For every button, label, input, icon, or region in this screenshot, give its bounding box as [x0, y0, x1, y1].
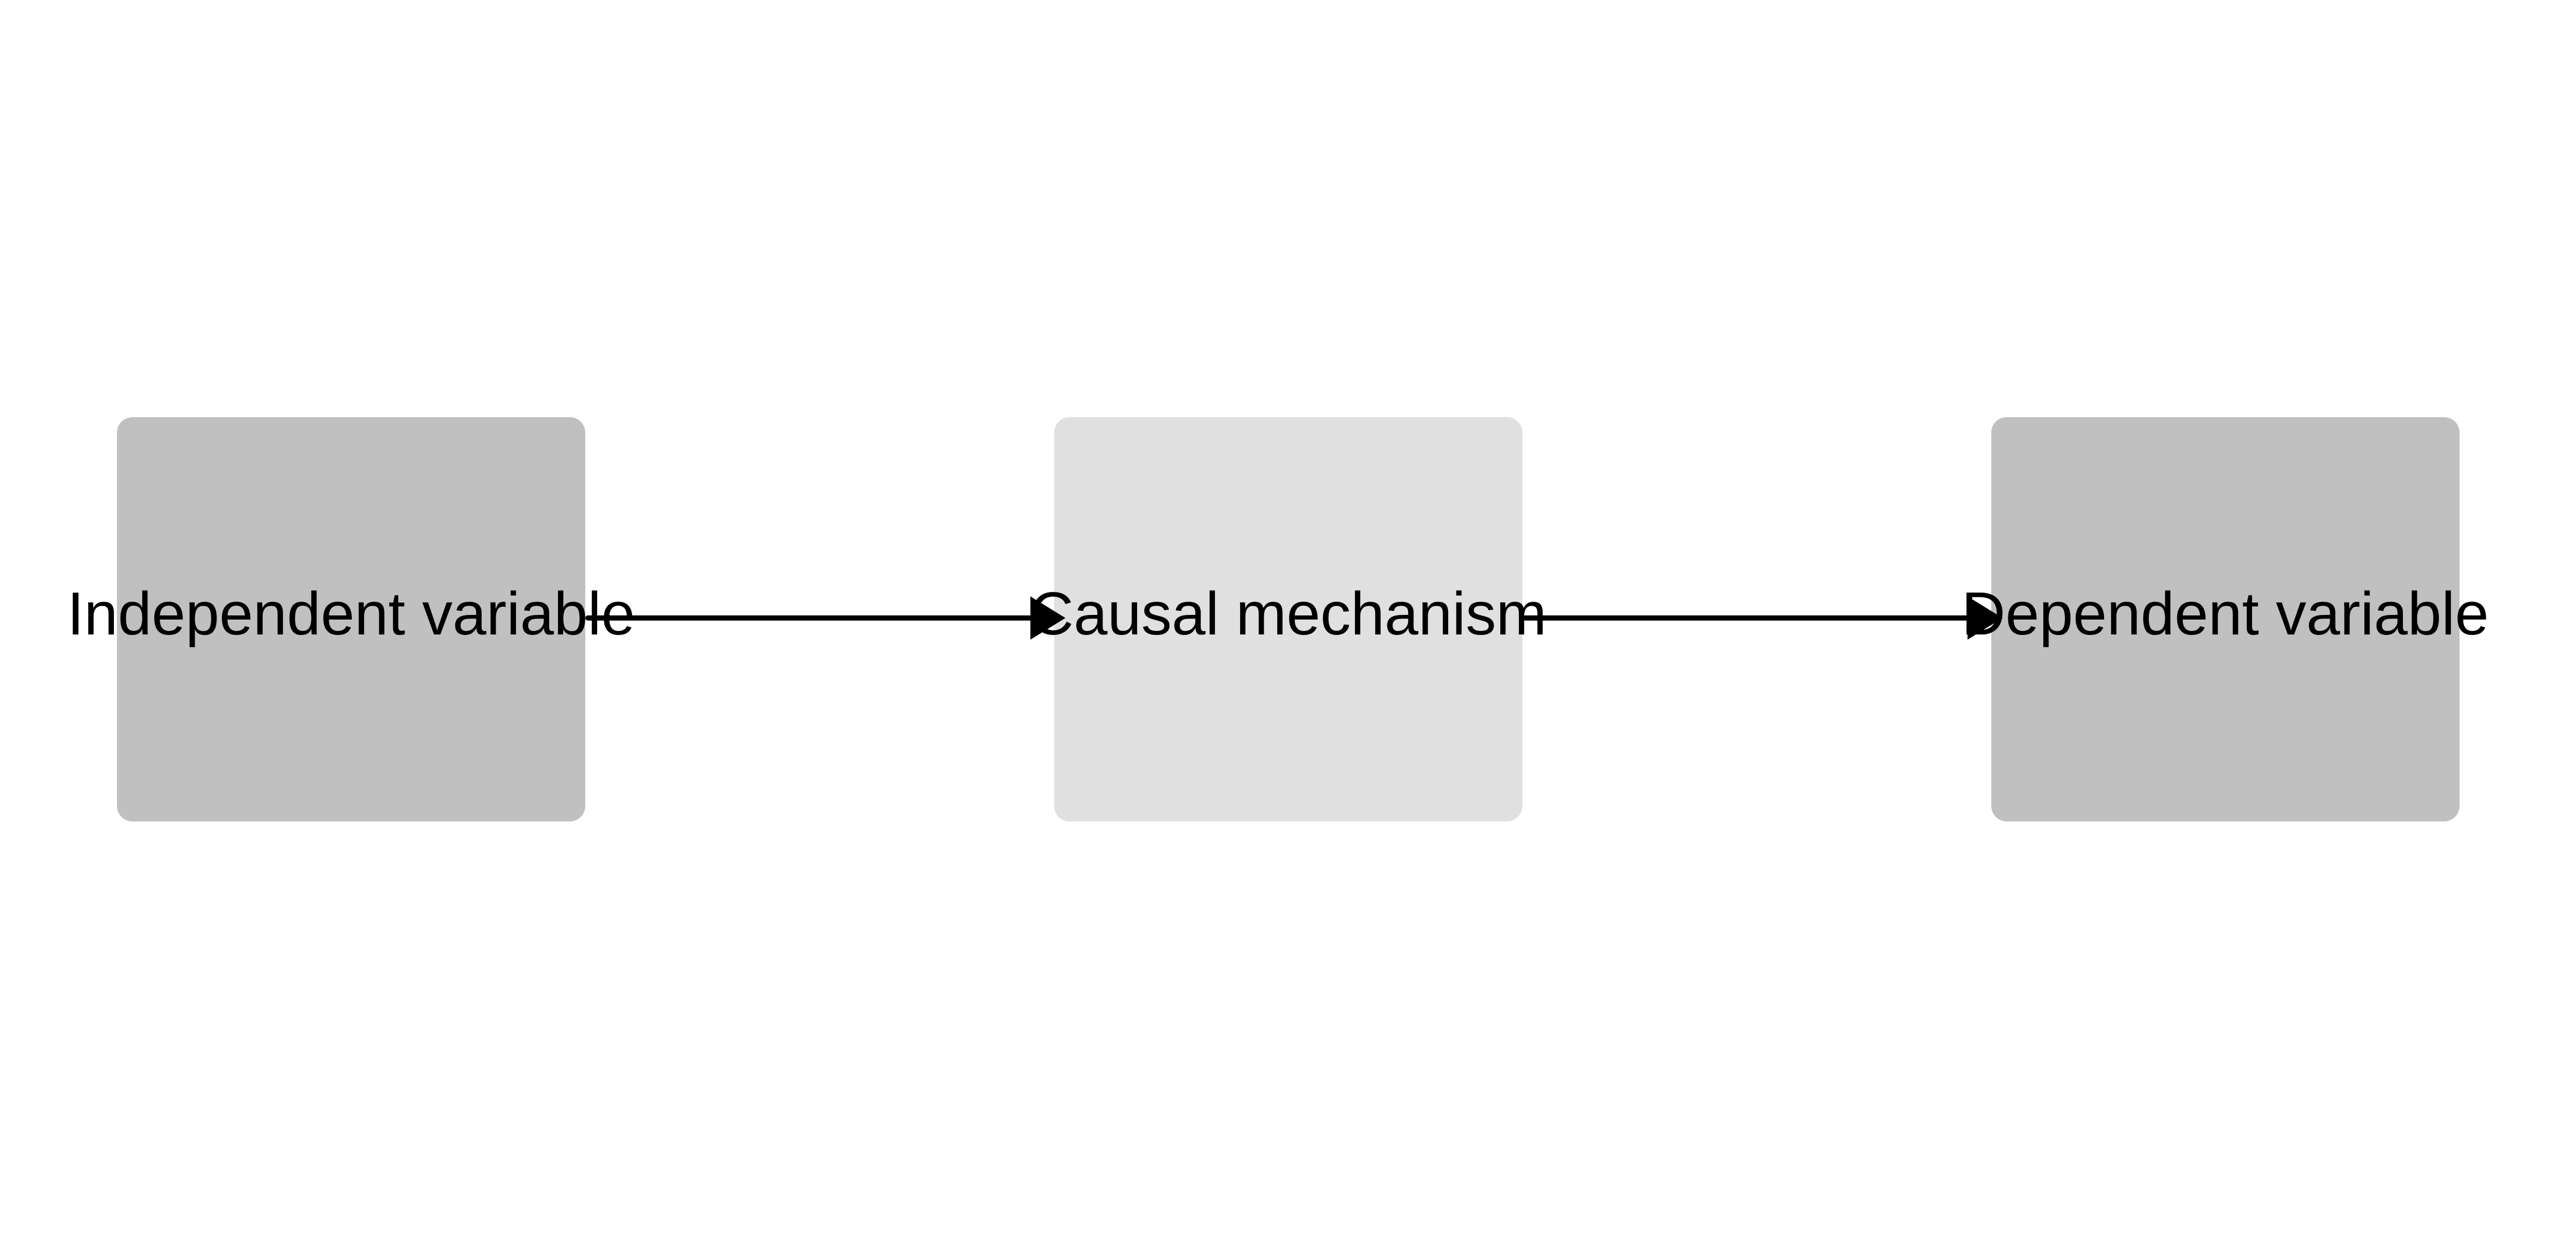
arrowhead-icon — [1967, 596, 2003, 640]
arrow-independent-to-mechanism-line — [585, 615, 1032, 621]
node-label: Dependent variable — [1961, 579, 2489, 648]
node-label: Independent variable — [67, 579, 635, 648]
node-causal-mechanism: Causal mechanism — [1030, 417, 1547, 821]
arrowhead-icon — [1030, 596, 1065, 640]
node-independent-variable: Independent variable — [67, 417, 635, 821]
node-dependent-variable: Dependent variable — [1961, 417, 2489, 821]
arrow-mechanism-to-dependent-line — [1522, 615, 1970, 621]
node-label: Causal mechanism — [1029, 579, 1547, 648]
